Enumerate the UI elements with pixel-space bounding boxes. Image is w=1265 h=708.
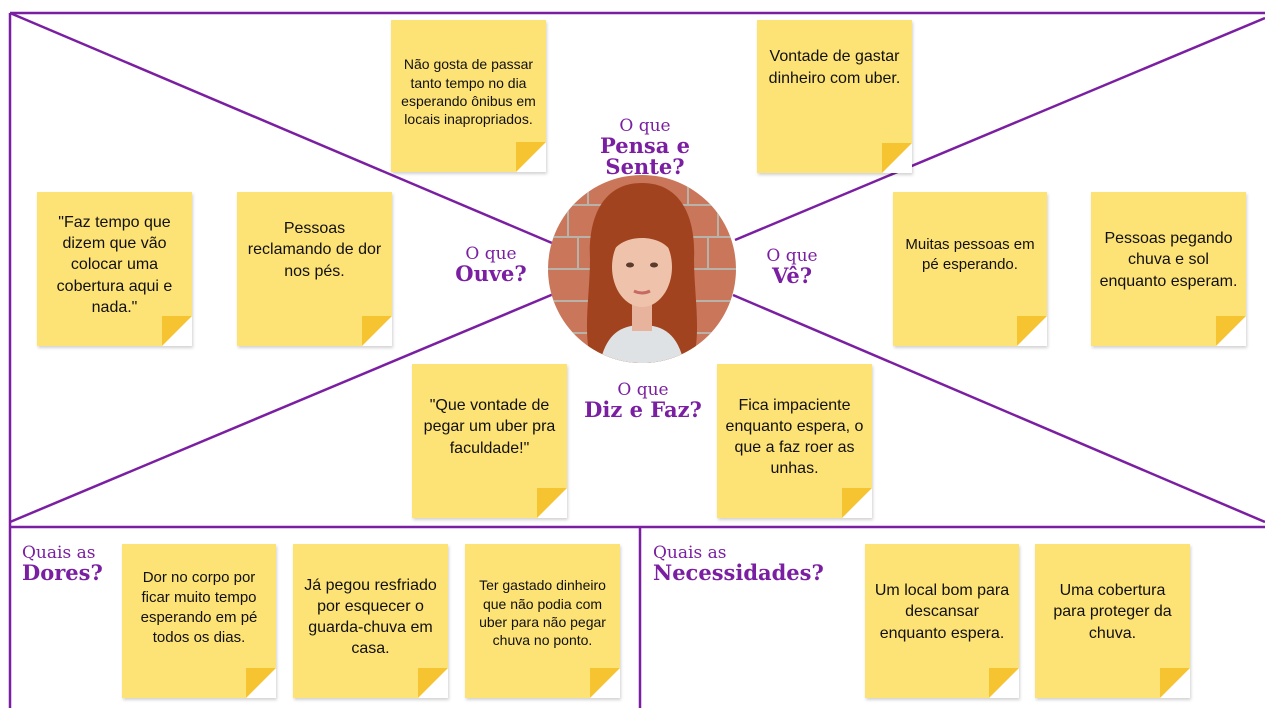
sticky-note: Um local bom para descansar enquanto esp… bbox=[865, 544, 1019, 698]
sticky-note: Vontade de gastar dinheiro com uber. bbox=[757, 20, 912, 173]
sticky-note: Uma cobertura para proteger da chuva. bbox=[1035, 544, 1190, 698]
label-necessidades: Quais as Necessidades? bbox=[653, 543, 824, 585]
sticky-note: Ter gastado dinheiro que não podia com u… bbox=[465, 544, 620, 698]
label-pensa-sente: O que Pensa e Sente? bbox=[600, 116, 690, 179]
label-ouve: O que Ouve? bbox=[455, 244, 527, 286]
sticky-note: "Que vontade de pegar um uber pra faculd… bbox=[412, 364, 567, 518]
diagonal-bottom-right bbox=[732, 293, 1265, 524]
label-diz-faz: O que Diz e Faz? bbox=[584, 380, 702, 422]
diagonal-bottom-left bbox=[9, 291, 557, 524]
label-dores: Quais as Dores? bbox=[22, 543, 103, 585]
diagonal-top-left bbox=[9, 11, 553, 245]
sticky-note: Não gosta de passar tanto tempo no dia e… bbox=[391, 20, 546, 172]
sticky-note: Pessoas pegando chuva e sol enquanto esp… bbox=[1091, 192, 1246, 346]
diagonal-top-right bbox=[734, 16, 1265, 242]
sticky-note: Dor no corpo por ficar muito tempo esper… bbox=[122, 544, 276, 698]
sticky-note: "Faz tempo que dizem que vão colocar uma… bbox=[37, 192, 192, 346]
sticky-note: Já pegou resfriado por esquecer o guarda… bbox=[293, 544, 448, 698]
avatar bbox=[548, 175, 736, 363]
label-ve: O que Vê? bbox=[766, 246, 818, 288]
sticky-note: Fica impaciente enquanto espera, o que a… bbox=[717, 364, 872, 518]
sticky-note: Pessoas reclamando de dor nos pés. bbox=[237, 192, 392, 346]
sticky-note: Muitas pessoas em pé esperando. bbox=[893, 192, 1047, 346]
